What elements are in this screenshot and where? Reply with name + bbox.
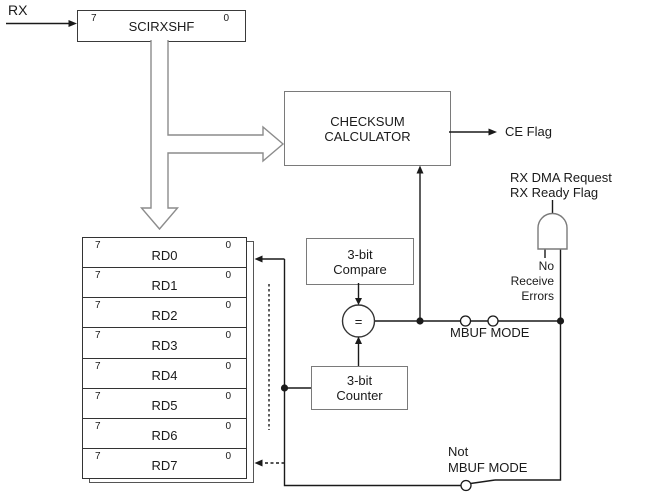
gate-input-notmbuf-line (495, 249, 562, 481)
register-row: 7 RD2 0 (83, 297, 246, 327)
register-row: 7 RD6 0 (83, 417, 246, 448)
receive-line: Receive (510, 274, 554, 288)
register-name: RD7 (151, 458, 178, 474)
register-name: RD3 (151, 337, 178, 353)
rx-label: RX (8, 2, 28, 18)
register-name: RD4 (151, 368, 178, 384)
register-name: RD5 (151, 398, 178, 414)
rx-arrowhead (68, 20, 77, 27)
scirxshf-bit-high: 7 (91, 13, 97, 24)
scirxshf-register: 7 SCIRXSHF 0 (77, 10, 246, 42)
gate-output-labels: RX DMA Request RX Ready Flag (510, 170, 612, 200)
bit-high: 7 (95, 330, 101, 342)
bit-high: 7 (95, 300, 101, 312)
bit-low: 0 (225, 420, 231, 432)
arrowheads (68, 20, 497, 467)
mbuf-mode-switch (459, 315, 499, 327)
register-name: RD6 (151, 428, 178, 444)
rd0-arrowhead (254, 255, 263, 263)
and-gate-icon (537, 212, 568, 250)
bit-low: 0 (225, 240, 231, 251)
not-mbuf-mode-label: Not MBUF MODE (448, 444, 527, 475)
scirxshf-bit-low: 0 (223, 13, 229, 24)
checksum-calculator-box: CHECKSUM CALCULATOR (284, 91, 451, 166)
register-row: 7 RD4 0 (83, 357, 246, 388)
not-line: Not (448, 444, 469, 459)
register-name: RD0 (151, 247, 178, 263)
junction-dot (416, 317, 424, 325)
errors-line: Errors (521, 289, 554, 303)
junction-dot (280, 384, 289, 392)
register-row: 7 RD1 0 (83, 267, 246, 297)
compare-line2: Compare (333, 261, 387, 277)
no-line: No (538, 259, 554, 273)
data-bus-arrows (139, 40, 285, 231)
ce-flag-arrowhead (488, 128, 497, 136)
checksum-line2: CALCULATOR (324, 128, 411, 144)
bit-high: 7 (95, 450, 101, 462)
rd7-arrowhead (254, 459, 263, 467)
register-row: 7 RD5 0 (83, 387, 246, 418)
register-row: 7 RD3 0 (83, 327, 246, 357)
bit-low: 0 (225, 360, 231, 372)
not-mbuf-mode-switch (460, 479, 472, 492)
register-row: 7 RD0 0 (83, 238, 246, 267)
receive-buffer-stack: 7 RD0 0 7 RD1 0 7 RD2 0 7 RD3 0 7 RD4 0 … (82, 237, 247, 479)
bit-low: 0 (225, 300, 231, 312)
scirxshf-label: SCIRXSHF (128, 19, 195, 34)
counter-arrowhead (355, 336, 362, 344)
checksum-arrowhead (416, 165, 424, 174)
compare-box: 3-bit Compare (306, 238, 414, 285)
buffer-select-line (283, 259, 461, 487)
counter-line2: Counter (336, 388, 383, 403)
compare-line1: 3-bit (347, 246, 373, 262)
junction-dots (280, 317, 565, 392)
bit-low: 0 (225, 330, 231, 342)
rx-dma-request-label: RX DMA Request (510, 170, 612, 185)
bit-high: 7 (95, 240, 101, 251)
junction-dot (556, 317, 565, 325)
bit-high: 7 (95, 360, 101, 372)
register-row: 7 RD7 0 (83, 447, 246, 478)
register-name: RD2 (151, 307, 178, 323)
hollow-arrow-fill (141, 40, 283, 229)
switch-terminal (487, 315, 499, 327)
mbuf-mode-line: MBUF MODE (448, 459, 528, 475)
bit-high: 7 (95, 270, 101, 282)
rx-ready-flag-label: RX Ready Flag (510, 185, 599, 200)
hollow-arrow-outline (139, 40, 285, 231)
counter-box: 3-bit Counter (311, 366, 408, 410)
register-name: RD1 (151, 277, 178, 293)
counter-line1: 3-bit (346, 373, 373, 388)
checksum-line1: CHECKSUM (330, 113, 405, 129)
mbuf-mode-label: MBUF MODE (450, 325, 530, 340)
compare-arrowhead (355, 298, 362, 305)
bit-low: 0 (225, 450, 231, 462)
bit-low: 0 (225, 270, 231, 282)
bit-high: 7 (95, 420, 101, 432)
ce-flag-label: CE Flag (505, 124, 552, 139)
not-mbuf-switch-lever (470, 479, 496, 485)
switch-terminal (459, 315, 472, 327)
comparator-symbol: = (354, 313, 363, 329)
bit-low: 0 (225, 390, 231, 402)
bit-high: 7 (95, 390, 101, 402)
no-receive-errors-label: No Receive Errors (494, 259, 554, 304)
